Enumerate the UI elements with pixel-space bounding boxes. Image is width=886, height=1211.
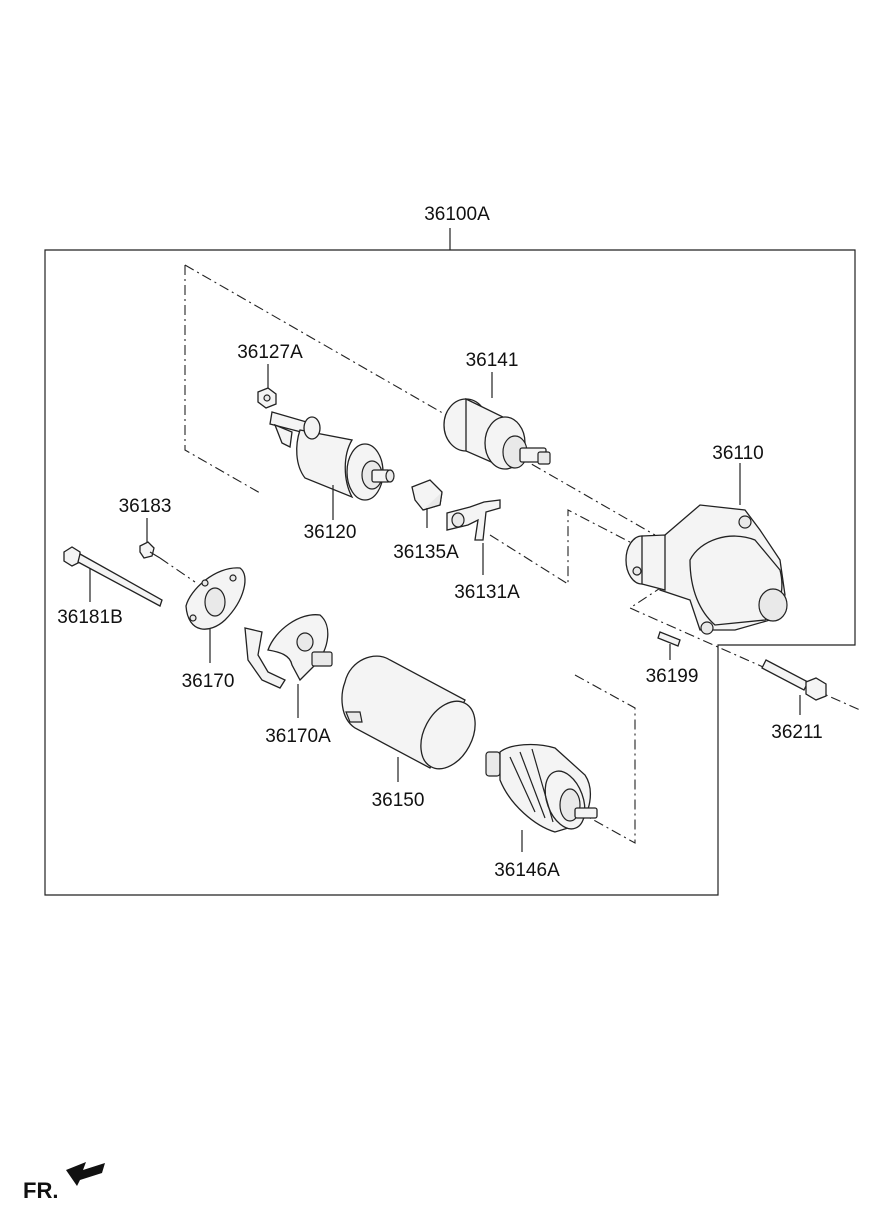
nut-36127A[interactable]	[257, 387, 277, 409]
label-36131A: 36131A	[454, 582, 520, 603]
yoke-36150[interactable]	[341, 655, 486, 778]
label-36211: 36211	[771, 722, 822, 743]
bolt-36211[interactable]	[761, 659, 827, 701]
front-direction-label: FR.	[23, 1178, 58, 1203]
label-36141: 36141	[466, 350, 519, 371]
lever-36131A[interactable]	[446, 499, 501, 541]
assembly-frame	[44, 249, 856, 896]
label-36181B: 36181B	[57, 607, 123, 628]
front-housing-36110[interactable]	[625, 504, 788, 635]
solenoid-switch-36120[interactable]	[269, 411, 395, 501]
label-36150: 36150	[372, 790, 425, 811]
brush-holder-36170A[interactable]	[244, 614, 333, 689]
label-36135A: 36135A	[393, 542, 459, 563]
label-36146A: 36146A	[494, 860, 560, 881]
screw-36183[interactable]	[139, 541, 161, 559]
arrow-front-icon	[66, 1162, 105, 1186]
assembly-part-number: 36100A	[424, 204, 490, 225]
armature-36146A[interactable]	[485, 743, 598, 835]
label-36170A: 36170A	[265, 726, 331, 747]
label-36110: 36110	[712, 443, 763, 464]
label-36120: 36120	[304, 522, 357, 543]
screw-axis	[159, 557, 196, 583]
label-36183: 36183	[119, 496, 172, 517]
through-bolt-36181B[interactable]	[63, 546, 163, 607]
label-36199: 36199	[646, 666, 699, 687]
rear-cover-36170[interactable]	[185, 567, 246, 630]
label-36170: 36170	[182, 671, 235, 692]
plunger-36135A[interactable]	[411, 479, 443, 511]
overrunning-clutch-36141[interactable]	[443, 397, 551, 470]
label-36127A: 36127A	[237, 342, 303, 363]
stud-36199[interactable]	[657, 631, 681, 647]
